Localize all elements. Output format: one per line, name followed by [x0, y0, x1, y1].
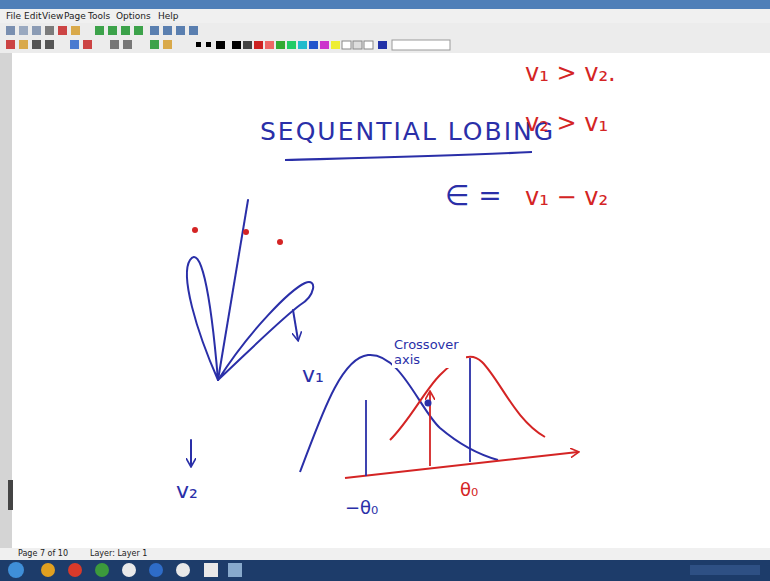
menu-item: Edit [24, 11, 41, 21]
angle-label: −θ₀ [345, 498, 378, 519]
antenna-lobes [187, 200, 313, 466]
beam-label: v₁ [302, 362, 324, 387]
beam-curve [390, 357, 545, 440]
angle-label: θ₀ [460, 480, 478, 501]
toolbar-icons [6, 26, 450, 50]
target-dots [192, 227, 283, 245]
menu-item: Help [158, 11, 179, 21]
condition-note: v₁ > v₂. [525, 60, 616, 88]
title: SEQUENTIAL LOBING [260, 118, 555, 147]
taskbar-icons [8, 562, 760, 578]
error-formula: v₁ − v₂ [525, 184, 608, 212]
scroll-handle [8, 480, 13, 510]
crossover-point [425, 400, 432, 407]
condition-note: v₂ > v₁ [525, 110, 608, 138]
status-text: Layer: Layer 1 [90, 549, 147, 558]
error-symbol: ∈ = [445, 180, 502, 212]
toolbar [0, 23, 770, 53]
taskbar [0, 560, 770, 581]
menu-bar [0, 9, 770, 23]
menu-item: Options [116, 11, 151, 21]
menu-item: File [6, 11, 21, 21]
title-bar [0, 0, 770, 9]
beam-label: v₂ [176, 478, 198, 503]
status-bar [0, 548, 770, 560]
tick-line [469, 358, 471, 462]
axis-label: Crossover axis [392, 338, 466, 368]
beam-curve [300, 355, 498, 472]
tick-line [365, 400, 367, 476]
title-underline [285, 152, 532, 160]
page-margin [0, 53, 12, 548]
menu-item: Page [64, 11, 86, 21]
menu-item: Tools [88, 11, 110, 21]
status-text: Page 7 of 10 [18, 549, 68, 558]
menu-item: View [42, 11, 63, 21]
angle-axis [345, 452, 578, 478]
